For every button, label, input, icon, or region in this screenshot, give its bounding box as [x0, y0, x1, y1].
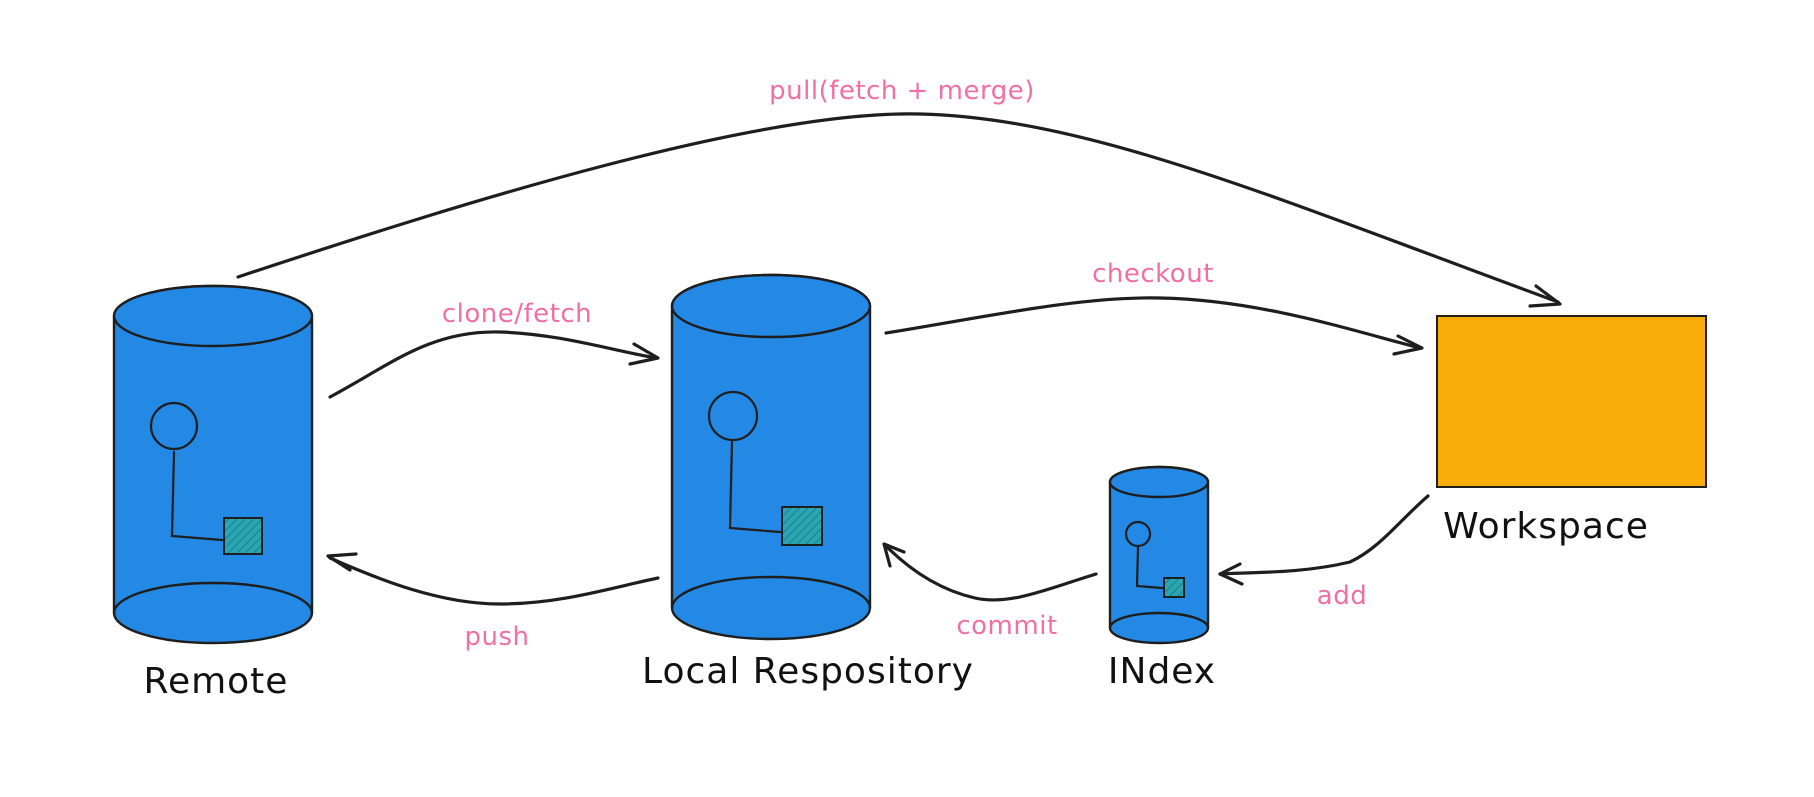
- remote-label: Remote: [144, 661, 289, 702]
- push-arrow-head: [326, 552, 358, 572]
- pull-arrow-path: [236, 112, 1560, 304]
- add-arrow-head: [1218, 562, 1244, 586]
- clone-fetch-label: clone/fetch: [442, 299, 592, 329]
- index-commit-icon: [1163, 577, 1185, 598]
- local-repository-commit-icon: [781, 506, 823, 546]
- push-arrow-path: [328, 556, 660, 606]
- index-cylinder: [1108, 465, 1210, 645]
- add-arrow-path: [1218, 494, 1430, 576]
- workspace-box: [1436, 315, 1707, 488]
- commit-arrow-head: [882, 542, 906, 568]
- local-repository-branch-node-icon: [707, 390, 759, 442]
- remote-cylinder-bottom-rim: [112, 581, 314, 614]
- edge-push: [326, 552, 660, 606]
- local-repository-branch-line: [728, 440, 782, 534]
- workspace-rectangle: [1436, 315, 1707, 488]
- remote-commit-icon: [223, 517, 263, 555]
- index-branch-line: [1135, 545, 1164, 590]
- clone-fetch-arrow-head: [628, 342, 660, 366]
- remote-branch-line: [170, 450, 224, 542]
- workspace-label: Workspace: [1443, 506, 1649, 547]
- local-repository-cylinder: [670, 273, 872, 641]
- edge-checkout: [884, 296, 1424, 356]
- remote-branch-node-icon: [149, 401, 199, 451]
- pull-label: pull(fetch + merge): [769, 76, 1035, 106]
- checkout-arrow-head: [1392, 334, 1424, 356]
- local-repository-cylinder-bottom-rim: [670, 575, 872, 609]
- checkout-label: checkout: [1092, 259, 1214, 289]
- edge-pull: [236, 112, 1562, 308]
- clone-fetch-arrow-path: [328, 330, 658, 399]
- remote-cylinder: [112, 284, 314, 645]
- add-label: add: [1317, 581, 1367, 611]
- index-label: INdex: [1108, 651, 1216, 692]
- remote-cylinder-top: [112, 284, 314, 348]
- push-label: push: [464, 622, 529, 652]
- edge-clone-fetch: [328, 330, 660, 399]
- commit-label: commit: [956, 611, 1057, 641]
- local-repository-label: Local Respository: [642, 651, 974, 692]
- commit-arrow-path: [884, 544, 1098, 602]
- edge-commit: [882, 542, 1098, 602]
- index-cylinder-top: [1108, 465, 1210, 499]
- checkout-arrow-path: [884, 296, 1422, 350]
- edge-add: [1218, 494, 1430, 586]
- pull-arrow-head: [1528, 284, 1562, 308]
- local-repository-cylinder-top: [670, 273, 872, 339]
- index-cylinder-bottom-rim: [1108, 611, 1210, 629]
